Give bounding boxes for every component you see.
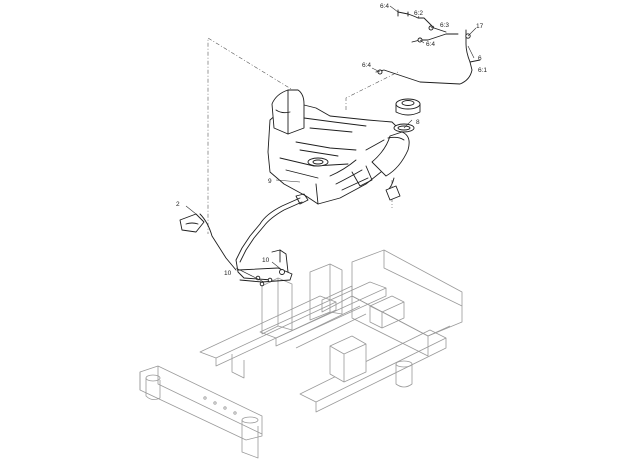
callout-6-4-middle: 6:4: [426, 41, 435, 48]
callout-9: 9: [268, 178, 272, 185]
callout-6-4-left: 6:4: [362, 62, 371, 69]
callout-6-2: 6:2: [414, 10, 423, 17]
callout-6-1: 6:1: [478, 67, 487, 74]
fuel-cap: [395, 98, 421, 116]
callout-8: 8: [416, 119, 420, 126]
callout-17: 17: [476, 23, 484, 30]
fuel-tank: [267, 89, 415, 205]
callout-10-right: 10: [262, 257, 270, 264]
fuel-hoses: [235, 193, 309, 287]
callout-10-left: 10: [224, 270, 232, 277]
assembly-center-lines: [207, 37, 399, 234]
chassis-frame: [139, 249, 463, 459]
callout-6: 6: [478, 55, 482, 62]
callout-6-4-top: 6:4: [380, 3, 389, 10]
callout-2: 2: [176, 201, 180, 208]
callout-6-3: 6:3: [440, 22, 449, 29]
leader-lines: [185, 5, 477, 283]
callout-labels: 6:4 6:2 6:3 6:4 17 6 6:1 6:4 8 9 2 10 10: [176, 3, 487, 277]
part-2-hose-pad: [179, 213, 237, 271]
